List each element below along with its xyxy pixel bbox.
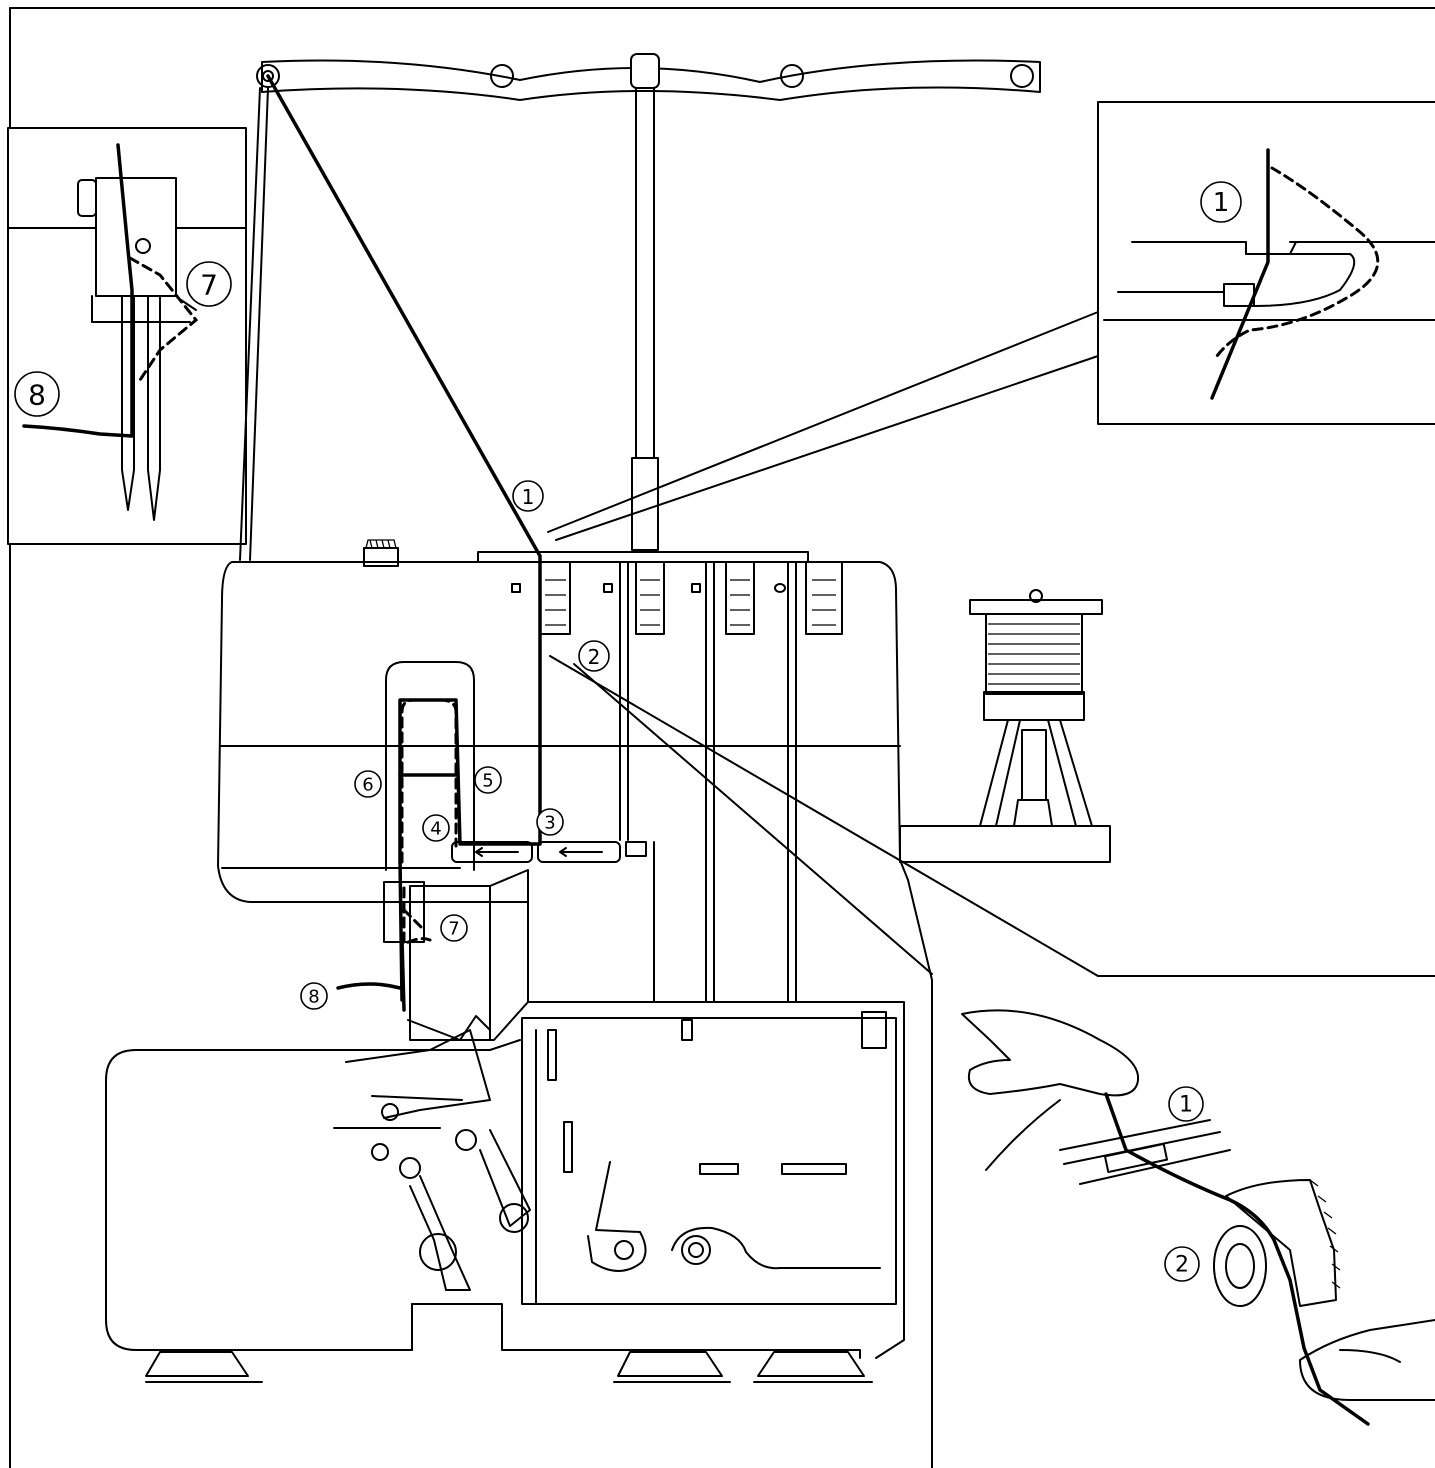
svg-text:4: 4 bbox=[430, 819, 441, 840]
callout-main-3: 3 bbox=[536, 808, 564, 836]
svg-text:8: 8 bbox=[28, 379, 46, 412]
callout-main-1: 1 bbox=[512, 480, 544, 512]
svg-text:3: 3 bbox=[544, 813, 555, 834]
callout-main-4: 4 bbox=[422, 814, 450, 842]
callout-needle-inset-7: 7 bbox=[186, 261, 232, 307]
svg-text:8: 8 bbox=[308, 987, 319, 1008]
callout-needle-inset-8: 8 bbox=[14, 371, 60, 417]
svg-text:1: 1 bbox=[1179, 1093, 1193, 1118]
svg-text:1: 1 bbox=[1213, 188, 1230, 218]
serger-body bbox=[105, 539, 1435, 1468]
svg-text:6: 6 bbox=[362, 775, 373, 796]
needle-inset bbox=[7, 127, 247, 545]
inset-connector bbox=[239, 87, 269, 561]
svg-text:5: 5 bbox=[482, 771, 493, 792]
hand-threading-inset bbox=[961, 1009, 1435, 1426]
callout-main-7: 7 bbox=[440, 914, 468, 942]
callout-hand-inset-1: 1 bbox=[1168, 1086, 1204, 1122]
callout-main-2: 2 bbox=[578, 640, 610, 672]
svg-text:7: 7 bbox=[200, 269, 218, 302]
svg-text:1: 1 bbox=[522, 485, 535, 509]
callout-labels: 1 7 8 1 2 3 4 5 6 7 8 1 2 bbox=[14, 181, 1242, 1282]
svg-text:7: 7 bbox=[448, 919, 459, 940]
svg-text:2: 2 bbox=[1175, 1253, 1189, 1278]
tension-dials bbox=[539, 561, 843, 635]
callout-main-8: 8 bbox=[300, 982, 328, 1010]
callout-main-6: 6 bbox=[354, 770, 382, 798]
callout-top-inset-1: 1 bbox=[1200, 181, 1242, 223]
svg-text:2: 2 bbox=[588, 645, 601, 669]
thread-spool bbox=[899, 589, 1111, 863]
callout-main-5: 5 bbox=[474, 766, 502, 794]
tension-inset bbox=[547, 101, 1435, 541]
callout-hand-inset-2: 2 bbox=[1164, 1246, 1200, 1282]
thread-stand bbox=[256, 53, 1041, 551]
